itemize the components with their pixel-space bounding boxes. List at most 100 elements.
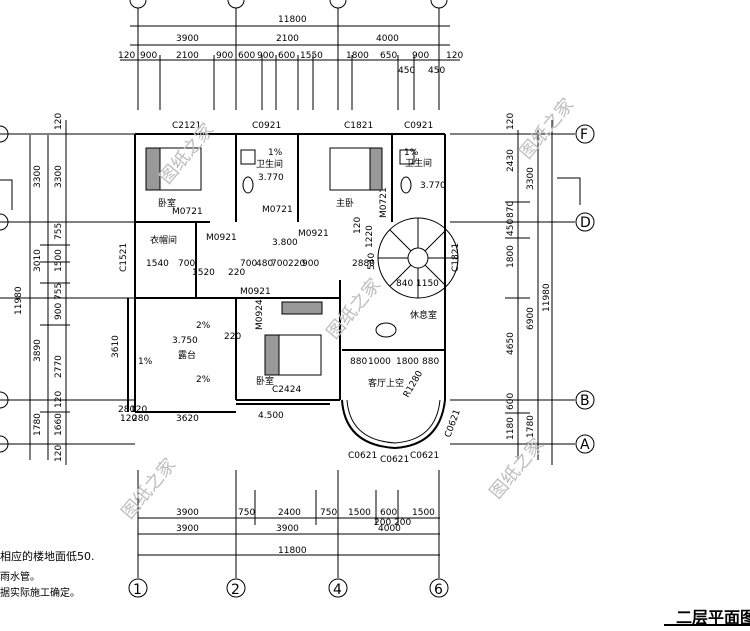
dim-misc: 900 [302,259,319,269]
dim-misc: 700 [178,259,195,269]
door-label: M0721 [379,187,389,218]
dim-misc: 1000 [368,357,391,367]
dim-left-outer: 3890 [33,339,43,362]
dim-misc: 220 [224,332,241,342]
dim-top-detail: 900 [216,51,233,61]
dim-misc: 1520 [192,268,215,278]
dim-left-inner: 120 [54,113,64,130]
dim-misc: 220 [288,259,305,269]
dim-right-inner: 870 [506,201,516,218]
dim-misc: 480 [256,259,273,269]
dim-misc: 700 [271,259,288,269]
dim-right-inner: 4650 [506,332,516,355]
dim-top-detail: 600 [278,51,295,61]
watermark: 图纸之家 [118,455,180,524]
dim-misc: 3620 [176,414,199,424]
dim-top-detail: 1800 [346,51,369,61]
room-bedroom-3: 卧室 [256,375,274,387]
slope-label: 2% [196,375,211,385]
stair-dim: 840 [396,279,413,289]
room-terrace: 露台 [178,349,196,361]
dim-right-inner: 120 [506,113,516,130]
dim-top-450: 450 [398,66,415,76]
door-label: M0921 [240,287,271,297]
dim-bottom-seg: 3900 [176,508,199,518]
room-bedroom-1: 卧室 [158,197,176,209]
window-label: C0921 [252,121,281,131]
slope-label: 1% [404,148,419,158]
room-closet: 衣帽间 [150,234,177,246]
dim-top-seg: 4000 [376,34,399,44]
grid-row-d: D [580,215,591,231]
dim-right-outer: 1780 [526,415,536,438]
dim-misc: 3610 [111,335,121,358]
note-line-3: 据实际施工确定。 [0,588,80,599]
window-label: C0921 [404,121,433,131]
dim-right-inner: 1180 [506,417,516,440]
dim-left-outer: 3010 [33,249,43,272]
dim-top-detail: 900 [412,51,429,61]
dim-top-total: 11800 [278,15,307,25]
door-label: M0721 [262,205,293,215]
dim-top-seg: 2100 [276,34,299,44]
room-lounge: 休息室 [410,309,437,321]
dim-right-inner: 600 [506,393,516,410]
radius-label: R1280 [402,369,425,399]
dim-top-detail: 1550 [300,51,323,61]
stair-dim: 540 [367,253,377,270]
dim-left-inner: 120 [54,445,64,462]
dim-misc: 700 [240,259,257,269]
window-label: C2121 [172,121,201,131]
stair-dim: 1220 [365,225,375,248]
grid-col-4: 4 [333,582,342,598]
dim-right-total: 11980 [542,283,552,312]
window-label: C1821 [451,243,461,272]
dim-bottom-seg: 1500 [412,508,435,518]
dim-misc: 2880 [352,259,375,269]
slope-label: 2% [196,321,211,331]
slope-label: 1% [138,357,153,367]
dim-bottom-small: 200 [374,518,391,528]
dim-bottom-seg: 750 [238,508,255,518]
watermark: 图纸之家 [323,275,385,344]
dim-left-total: 11980 [14,286,24,315]
dim-left-outer: 1780 [33,413,43,436]
level-label: 4.500 [258,411,284,421]
dim-misc: 120 [130,405,147,415]
window-label: C2424 [272,385,301,395]
door-label: M0721 [172,207,203,217]
dim-bottom-seg2: 4000 [378,524,401,534]
dim-misc: 880 [350,357,367,367]
dim-misc: 280 [132,414,149,424]
window-label: C0621 [443,408,462,439]
level-label: 3.750 [172,336,198,346]
watermark: 图纸之家 [486,435,548,504]
dim-misc: 880 [422,357,439,367]
door-label: M0924 [255,299,265,330]
dim-bottom-small: 200 [394,518,411,528]
room-bath-2: 卫生间 [405,157,432,169]
level-label: 3.770 [258,173,284,183]
dim-top-detail: 900 [257,51,274,61]
room-bath-1: 卫生间 [256,158,283,170]
dim-top-detail: 2100 [176,51,199,61]
note-line-1: 相应的楼地面低50. [0,550,95,563]
dim-right-outer: 6900 [526,307,536,330]
dim-bottom-total: 11800 [278,546,307,556]
slope-label: 1% [268,148,283,158]
dim-misc: 1540 [146,259,169,269]
dim-left-inner: 120 [54,391,64,408]
dim-right-inner: 1800 [506,245,516,268]
room-void: 客厅上空 [368,377,404,389]
window-label: C0621 [348,451,377,461]
dim-left-inner: 1500 [54,249,64,272]
drawing-title: 二层平面图 [676,608,750,627]
grid-col-6: 6 [434,582,443,598]
dim-left-inner: 3300 [54,165,64,188]
dim-bottom-seg2: 3900 [276,524,299,534]
dim-top-detail: 120 [118,51,135,61]
dim-misc: 280 [118,405,135,415]
level-label: 3.800 [272,238,298,248]
grid-col-2: 2 [231,582,240,598]
